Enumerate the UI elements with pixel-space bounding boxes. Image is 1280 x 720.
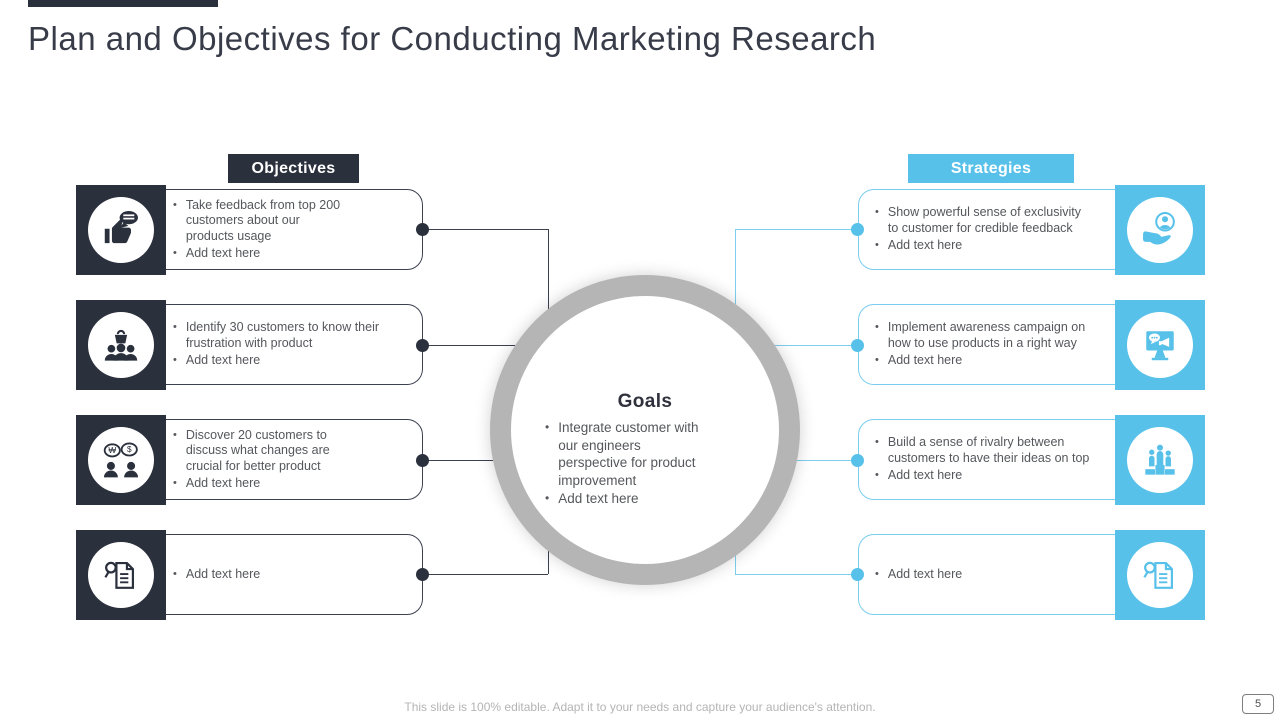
goals-circle: Goals • Integrate customer with our engi… (490, 275, 800, 585)
strategy-text-box: •Implement awareness campaign on how to … (858, 304, 1161, 385)
price-discussion-icon (99, 438, 143, 482)
connector-node (416, 568, 429, 581)
strategies-header: Strategies (908, 154, 1074, 183)
connector-node (851, 223, 864, 236)
connector-node (851, 568, 864, 581)
strategy-text-box: •Add text here (858, 534, 1161, 615)
connector-node (416, 454, 429, 467)
goals-circle-inner: Goals • Integrate customer with our engi… (511, 296, 779, 564)
objective-icon-box (76, 300, 166, 390)
connector-line (735, 229, 736, 304)
strategy-item-2: •Implement awareness campaign on how to … (858, 300, 1205, 390)
connector-line (422, 574, 548, 575)
thumbs-up-feedback-icon (99, 208, 143, 252)
awareness-campaign-icon (1138, 323, 1182, 367)
connector-line (548, 229, 549, 309)
connector-node (416, 223, 429, 236)
objective-icon-box (76, 415, 166, 505)
bullet-marker: • (545, 420, 550, 434)
connector-line (422, 345, 515, 346)
bullet-marker: • (173, 354, 177, 367)
document-search-icon (1138, 553, 1182, 597)
connector-line (735, 229, 857, 230)
objective-icon-box (76, 185, 166, 275)
bullet-marker: • (875, 206, 879, 219)
strategy-icon-box (1115, 300, 1205, 390)
objectives-header: Objectives (228, 154, 359, 183)
bullet-marker: • (875, 321, 879, 334)
strategy-icon-box (1115, 185, 1205, 275)
slide-title: Plan and Objectives for Conducting Marke… (28, 20, 877, 57)
connector-line (422, 460, 493, 461)
connector-line (735, 553, 736, 574)
strategy-item-3: •Build a sense of rivalry between custom… (858, 415, 1205, 505)
bullet-marker: • (875, 354, 879, 367)
objective-icon-box (76, 530, 166, 620)
bullet-marker: • (875, 436, 879, 449)
bullet-marker: • (173, 247, 177, 259)
connector-node (851, 339, 864, 352)
objective-item-4: •Add text here (76, 530, 423, 620)
connector-line (548, 551, 549, 574)
connector-line (422, 229, 548, 230)
goals-bullet: • Integrate customer with our engineers … (545, 420, 699, 488)
page-number: 5 (1242, 694, 1274, 714)
customer-care-icon (1138, 208, 1182, 252)
objective-text-box: •Take feedback from top 200 customers ab… (120, 189, 423, 270)
bullet-marker: • (173, 198, 177, 211)
bullet-marker: • (875, 239, 879, 252)
strategy-icon-box (1115, 415, 1205, 505)
connector-node (416, 339, 429, 352)
connector-line (735, 574, 857, 575)
objective-item-2: •Identify 30 customers to know their fru… (76, 300, 423, 390)
goals-title: Goals (617, 391, 673, 412)
objective-item-1: •Take feedback from top 200 customers ab… (76, 185, 423, 275)
strategy-text-box: •Show powerful sense of exclusivity to c… (858, 189, 1161, 270)
bullet-marker: • (173, 321, 177, 334)
connector-node (851, 454, 864, 467)
strategy-item-4: •Add text here (858, 530, 1205, 620)
connector-line (775, 345, 857, 346)
document-search-icon (99, 553, 143, 597)
bullet-marker: • (173, 428, 177, 441)
connector-line (797, 460, 857, 461)
objective-item-3: •Discover 20 customers to discuss what c… (76, 415, 423, 505)
top-accent-bar (28, 0, 218, 7)
footer-note: This slide is 100% editable. Adapt it to… (404, 700, 876, 714)
objective-text-box: •Add text here (120, 534, 423, 615)
objective-text-box: •Identify 30 customers to know their fru… (120, 304, 423, 385)
podium-ranking-icon (1138, 438, 1182, 482)
objective-text-box: •Discover 20 customers to discuss what c… (120, 419, 423, 500)
bullet-marker: • (875, 567, 879, 580)
goals-bullet: • Add text here (545, 491, 639, 506)
strategy-icon-box (1115, 530, 1205, 620)
bullet-marker: • (875, 469, 879, 482)
customer-group-basket-icon (99, 323, 143, 367)
strategy-item-1: •Show powerful sense of exclusivity to c… (858, 185, 1205, 275)
bullet-marker: • (545, 491, 550, 505)
bullet-marker: • (173, 567, 177, 580)
bullet-marker: • (173, 477, 177, 489)
